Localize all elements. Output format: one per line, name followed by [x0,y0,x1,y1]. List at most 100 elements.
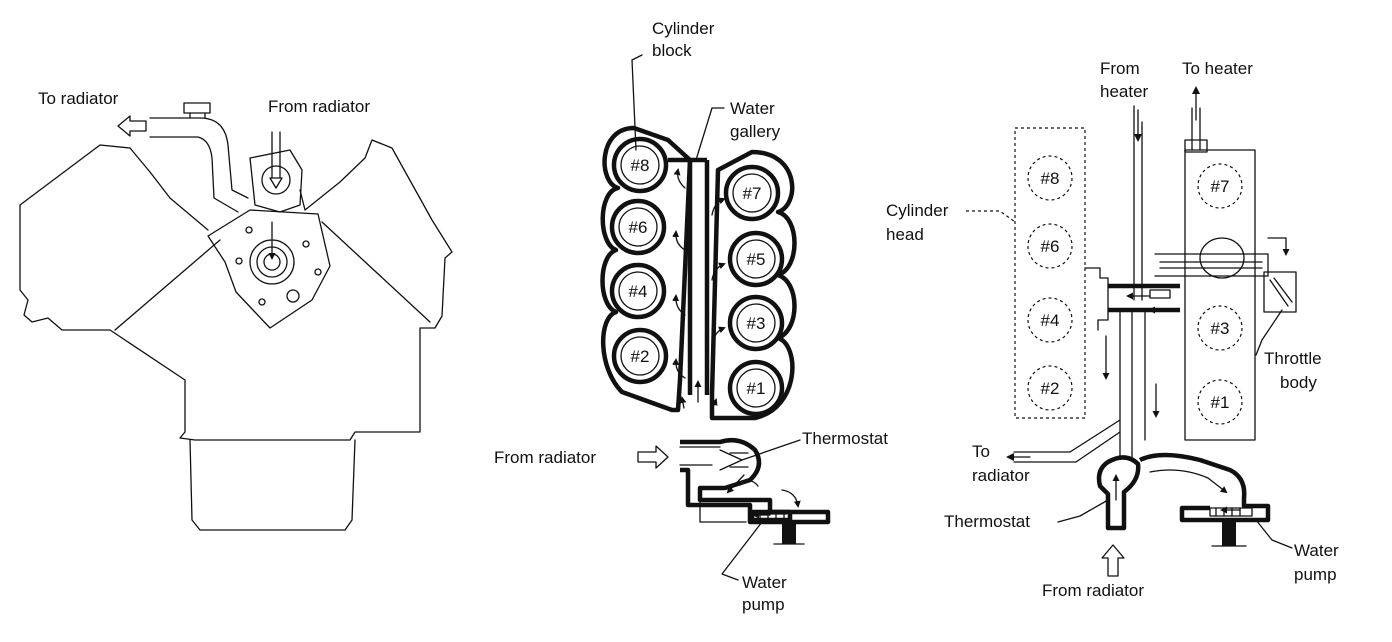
cylinder-5 [727,230,785,288]
cylinder-label: #1 [1211,393,1230,412]
cylinder-8-bore [620,145,660,185]
pump-flow-arrow [1149,469,1228,494]
crossover-inner [1159,261,1263,269]
water-gallery-channel [687,160,710,395]
from-radiator-arrow [1101,544,1125,577]
cylinder-3 [727,294,785,352]
leader-thermostat [741,439,801,461]
thermostat-housing [680,438,831,525]
block-flow-arrows [672,168,726,411]
oil-pan [189,439,356,531]
left-bank-outer [600,125,693,413]
to-radiator-label-2: radiator [972,466,1030,485]
left-bank-cylinders: #8 #6 #4 #2 [609,136,669,385]
inlet-pipe [679,446,721,466]
cylinder-label: #8 [631,156,650,175]
water-pump-label-2: pump [1294,565,1337,584]
inlet-pipe [271,131,281,179]
cylinder-3 [1197,305,1243,351]
right-cylinder-head [1184,149,1256,441]
throttle-body-label-2: body [1280,373,1317,392]
cylinder-label: #8 [1041,169,1060,188]
cylinder-head-label: Cylinder [886,201,949,220]
cylinder-head-label-2: head [886,225,924,244]
thermostat-spring [729,452,749,468]
pump-inlet-pipe [1138,452,1271,523]
cylinder-1 [727,359,785,417]
cylinder-label: #3 [1211,319,1230,338]
impeller-vanes [1215,507,1241,517]
throttle-crossover [1154,253,1269,277]
engine-outline [19,139,453,441]
bypass-pipes [1119,309,1146,459]
cylinder-label: #2 [1041,379,1060,398]
from-radiator-label: From radiator [268,97,370,116]
to-radiator-label: To [972,442,990,461]
cylinder-4-bore [618,271,658,311]
to-heater-label: To heater [1182,59,1253,78]
heater-fitting [1184,139,1208,153]
cylinder-label: #6 [1041,237,1060,256]
flow-arrow [269,177,283,189]
left-head-outlet [1084,267,1109,331]
cylinder-label: #5 [747,250,766,269]
bolt [302,240,310,248]
from-heater-label: From [1100,59,1140,78]
from-radiator-label: From radiator [1042,581,1144,600]
leader-cylinder-block [631,54,643,151]
leader-thermostat [1057,499,1109,523]
to-radiator-label: To radiator [38,89,119,108]
throttle-plate [1199,237,1245,279]
from-heater-label-2: heater [1100,82,1149,101]
cylinder-block-view: #8 #6 #4 #2 #7 #5 #3 #1 [494,19,888,614]
pump-impeller [1209,507,1253,517]
thermostat-label: Thermostat [802,429,888,448]
throttle-blade [1269,277,1293,307]
thermostat-neck [261,165,291,195]
left-head-cylinders: #8 #6 #4 #2 [1027,155,1073,411]
cylinder-1-bore [736,368,776,408]
throttle-body-label: Throttle [1264,349,1322,368]
cylinder-label: #7 [743,184,762,203]
flow-arrow [726,474,745,494]
cylinder-label: #6 [629,218,648,237]
thermostat-housing [249,149,303,213]
cylinder-1 [1197,379,1243,425]
leader-water-gallery [695,107,725,161]
bolt [235,257,243,265]
cylinder-6-bore [618,207,658,247]
heater-outlet-pipe [1191,107,1201,151]
flow-arrow [781,489,801,508]
cylinder-label: #2 [631,347,650,366]
to-radiator-pipe [1013,419,1121,463]
filler-neck [183,102,211,119]
right-bank-outer [709,149,797,421]
pump-pipe [699,489,747,523]
cylinder-label: #4 [629,282,648,301]
throttle-body [1263,271,1297,313]
leader-throttle-body [1255,309,1283,356]
cylinder-8 [1027,155,1073,201]
leader-cylinder-head [966,210,1016,223]
engine-v-line-right [321,221,431,323]
right-bank-cylinders: #7 #5 #3 #1 [723,164,785,417]
cylinder-4 [1027,297,1073,343]
flow-curve [739,480,759,487]
thermostat-label: Thermostat [944,512,1030,531]
cylinder-block-label: Cylinder [652,19,715,38]
right-head-cylinders: #7 #3 #1 [1197,163,1243,425]
radiator-hose-lower [149,136,239,213]
bolt [245,226,253,234]
pump-outlet [286,289,300,303]
from-radiator-arrow [637,445,669,469]
water-gallery-label: Water [730,99,775,118]
cylinder-7-bore [732,173,772,213]
water-pump-label: Water [742,573,787,592]
leader-water-pump [1255,519,1293,549]
bolt [258,298,266,306]
cylinder-2 [1027,365,1073,411]
engine-v-line-left [114,239,221,331]
cylinder-label: #7 [1211,177,1230,196]
cylinder-2-bore [620,336,660,376]
